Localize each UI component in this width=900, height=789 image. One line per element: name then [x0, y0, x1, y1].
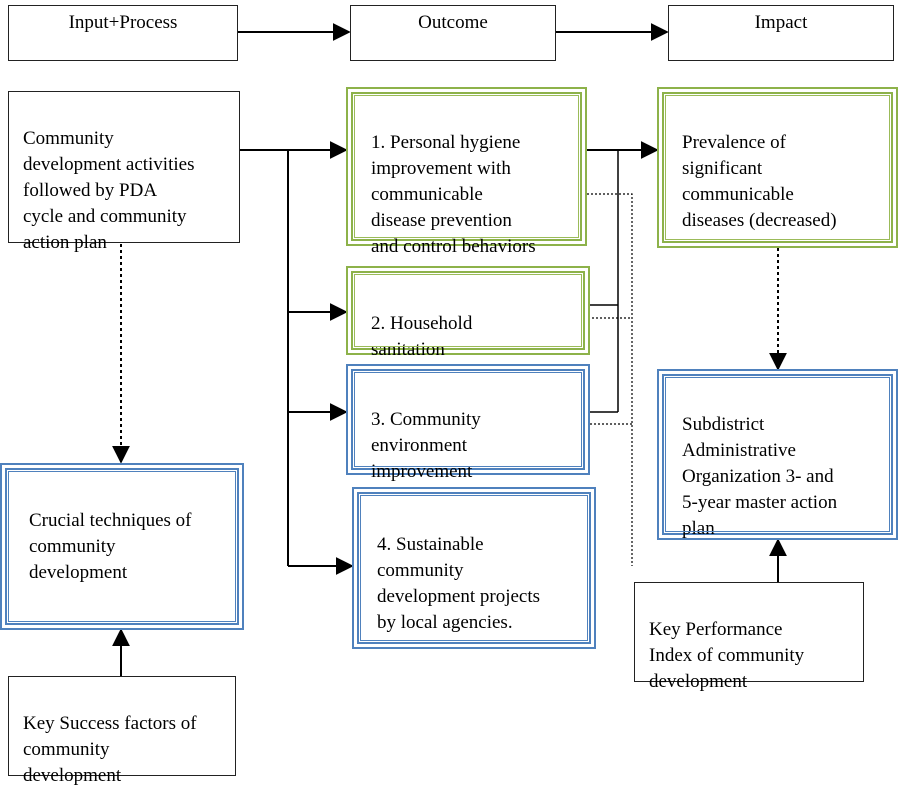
header-impact-label: Impact [754, 12, 808, 33]
subdistrict-plan-box: Subdistrict Administrative Organization … [657, 369, 898, 540]
crucial-techniques-text: Crucial techniques of community developm… [29, 510, 192, 583]
outcome-2-text: 2. Household sanitation [371, 313, 473, 360]
community-activities-text: Community development activities followe… [23, 128, 195, 253]
subdistrict-plan-text: Subdistrict Administrative Organization … [682, 414, 838, 539]
outcome-3-text: 3. Community environment improvement [371, 409, 481, 482]
header-input-process-label: Input+Process [68, 12, 178, 33]
header-outcome-label: Outcome [418, 12, 488, 33]
crucial-techniques-box: Crucial techniques of community developm… [0, 463, 244, 630]
header-impact: Impact [668, 5, 894, 61]
impact-prevalence-box: Prevalence of significant communicable d… [657, 87, 898, 248]
header-input-process: Input+Process [8, 5, 238, 61]
kpi-box: Key Performance Index of community devel… [634, 582, 864, 692]
key-success-factors-text: Key Success factors of community develop… [23, 713, 197, 786]
community-activities-box: Community development activities followe… [8, 91, 240, 253]
key-success-factors-box: Key Success factors of community develop… [8, 676, 236, 786]
outcome-3-box: 3. Community environment improvement [346, 364, 590, 482]
outcome-1-box: 1. Personal hygiene improvement with com… [346, 87, 587, 257]
outcome-1-text: 1. Personal hygiene improvement with com… [371, 132, 536, 257]
outcome-4-text: 4. Sustainable community development pro… [377, 534, 541, 633]
header-outcome: Outcome [350, 5, 556, 61]
impact-prevalence-text: Prevalence of significant communicable d… [682, 132, 837, 231]
outcome-4-box: 4. Sustainable community development pro… [352, 487, 596, 649]
kpi-text: Key Performance Index of community devel… [649, 619, 805, 692]
outcome-2-box: 2. Household sanitation [346, 266, 590, 360]
